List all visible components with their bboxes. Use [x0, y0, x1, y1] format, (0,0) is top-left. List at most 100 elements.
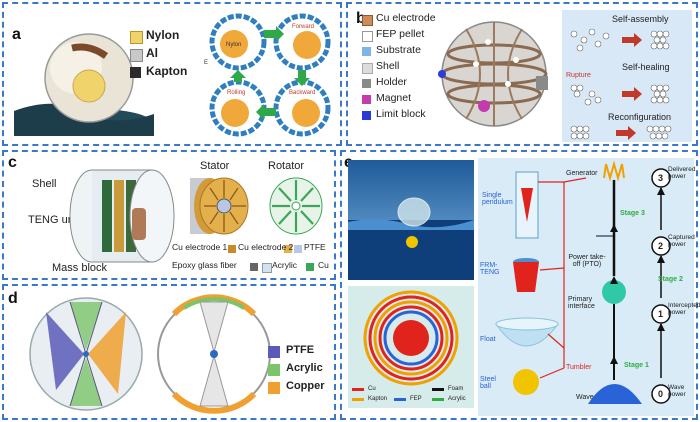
- swatch-nylon: [130, 31, 143, 44]
- legend-label-limit-block: Limit block: [376, 108, 426, 120]
- energy-flow-schematic: Generator Single pendulum Power take-off…: [478, 158, 700, 416]
- cycle-forward-label: Forward: [292, 24, 314, 30]
- cycle-rolling-label: Rolling: [227, 90, 245, 96]
- label-stage-3: Stage 3: [620, 210, 645, 217]
- panel-b-label: b: [356, 10, 366, 27]
- mat-label-fep: FEP: [410, 396, 422, 402]
- label-primary-interface: Primary interface: [568, 296, 595, 310]
- mat-label-acrylic: Acrylic: [448, 396, 466, 402]
- legend-label-magnet: Magnet: [376, 92, 412, 104]
- mat-label-foam: Foam: [448, 386, 464, 392]
- panel-a: a Nylon Al Kapton Nylon E: [2, 2, 342, 146]
- legend-label-cu: Cu: [318, 260, 329, 270]
- legend-label-fep-pellet: FEP pellet: [376, 28, 425, 40]
- label-tumbler: Tumbler: [566, 364, 592, 371]
- callout-mass-block: Mass block: [52, 262, 108, 274]
- legend-label-holder: Holder: [376, 76, 407, 88]
- swatch-limit-block: [362, 111, 371, 120]
- reconfiguration-icon: [570, 125, 672, 140]
- swatch-al: [130, 49, 143, 62]
- panel-e: e Cu Foam Kapton FEP Acrylic: [340, 150, 700, 420]
- cycle-backward-label: Backward: [289, 90, 315, 96]
- feature-self-assembly: Self-assembly: [612, 14, 669, 24]
- sphere-illustration-a: [14, 33, 154, 136]
- flow-num-0: 0: [658, 389, 664, 399]
- self-healing-icon: [570, 84, 670, 106]
- panel-b: b Cu electrode FEP pellet Substrate Shel…: [346, 2, 698, 146]
- swatch-substrate: [362, 47, 371, 56]
- label-wave: Wave: [576, 394, 594, 401]
- legend-label-d-copper: Copper: [286, 380, 325, 392]
- legend-label-cu-electrode: Cu electrode: [376, 12, 436, 24]
- flow-label-intercepted: Intercepted power: [668, 302, 700, 316]
- label-stage-1: Stage 1: [624, 362, 649, 369]
- legend-label-kapton: Kapton: [146, 64, 188, 78]
- legend-c: Cu electrode 1 Cu electrode 2 PTFE Epoxy…: [172, 242, 336, 278]
- flow-label-captured: Captured power: [668, 234, 695, 248]
- swatch-mat-fep: [394, 398, 406, 401]
- swatch-epoxy: [250, 263, 258, 271]
- legend-label-d-acrylic: Acrylic: [286, 362, 323, 374]
- cycle-nylon-label: Nylon: [226, 42, 241, 48]
- swatch-mat-acrylic: [432, 398, 444, 401]
- swatch-cu: [306, 263, 314, 271]
- legend-label-substrate: Substrate: [376, 44, 421, 56]
- swatch-holder: [362, 79, 371, 88]
- legend-label-al: Al: [146, 46, 158, 60]
- legend-label-cu-electrode-2: Cu electrode 2: [238, 242, 294, 252]
- panel-a-label: a: [12, 26, 21, 43]
- legend-label-shell: Shell: [376, 60, 400, 72]
- rotator-title: Rotator: [268, 160, 305, 172]
- flow-label-delivered: Delivered power: [668, 166, 696, 180]
- mat-label-cu: Cu: [368, 386, 376, 392]
- self-assembly-icon: [570, 28, 670, 52]
- stator-rotator-disks: [190, 177, 323, 235]
- label-float: Float: [480, 336, 496, 343]
- swatch-mat-kapton: [352, 398, 364, 401]
- ocean-photo: [348, 160, 474, 280]
- legend-label-cu-electrode-1: Cu electrode 1: [172, 242, 228, 252]
- swatch-fep-pellet: [362, 31, 373, 42]
- label-frm-teng: FRM-TENG: [480, 262, 500, 276]
- legend-label-acrylic: Acrylic: [272, 260, 298, 270]
- legend-label-ptfe: PTFE: [304, 242, 326, 252]
- cylindrical-teng-illustration: [69, 169, 175, 263]
- flow-num-3: 3: [658, 173, 664, 183]
- panel-d: d PTFE Acrylic Copper: [2, 284, 336, 420]
- panel-c: c Shell TENG units Mass block Stator Rot…: [2, 150, 336, 280]
- swatch-magnet: [362, 95, 371, 104]
- legend-label-nylon: Nylon: [146, 28, 180, 42]
- swatch-d-ptfe: [268, 346, 280, 358]
- frm-teng-cross-section: [348, 286, 474, 408]
- swatch-acrylic: [262, 263, 272, 273]
- label-stage-2: Stage 2: [658, 276, 683, 283]
- legend-label-epoxy: Epoxy glass fiber: [172, 260, 237, 270]
- swatch-cu-electrode-1: [228, 245, 236, 253]
- panel-d-label: d: [8, 290, 18, 307]
- cycle-e-label: E: [204, 60, 208, 66]
- flow-num-2: 2: [658, 241, 664, 251]
- working-cycle-diagram: Nylon E Forward Rolling Backward: [204, 13, 331, 137]
- swatch-d-copper: [268, 382, 280, 394]
- feature-reconfiguration: Reconfiguration: [608, 112, 672, 122]
- legend-label-d-ptfe: PTFE: [286, 344, 315, 356]
- callout-shell: Shell: [32, 178, 57, 190]
- swatch-cu-electrode-2: [284, 245, 292, 253]
- pendulum-teng-2d: [157, 294, 271, 414]
- swatch-ptfe: [294, 245, 302, 253]
- swatch-kapton: [130, 67, 141, 78]
- label-generator: Generator: [566, 170, 598, 177]
- swatch-cu-electrode: [362, 15, 373, 26]
- swatch-shell: [362, 63, 373, 74]
- stator-title: Stator: [200, 160, 230, 172]
- flow-num-1: 1: [658, 309, 664, 319]
- label-single-pendulum: Single pendulum: [482, 192, 513, 206]
- swatch-mat-cu: [352, 388, 364, 391]
- spherical-teng-illustration: [438, 21, 548, 127]
- material-legend: Cu Foam Kapton FEP Acrylic: [348, 386, 474, 406]
- swatch-mat-foam: [432, 388, 444, 391]
- pendulum-teng-3d: [29, 297, 143, 411]
- label-steel-ball: Steel ball: [480, 376, 496, 390]
- panel-c-label: c: [8, 154, 17, 171]
- rupture-label: Rupture: [566, 72, 591, 79]
